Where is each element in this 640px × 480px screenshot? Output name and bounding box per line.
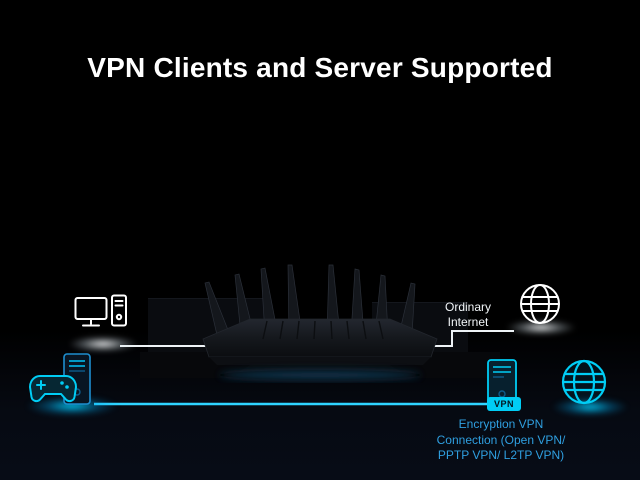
gamepad-icon bbox=[28, 375, 78, 403]
globe-cyan-icon bbox=[561, 359, 607, 405]
desktop-tower-icon bbox=[111, 294, 127, 327]
monitor-glow bbox=[68, 336, 138, 352]
page-title: VPN Clients and Server Supported bbox=[87, 52, 553, 83]
gaming-pc-glow bbox=[26, 396, 118, 416]
globe-white-icon bbox=[520, 284, 560, 324]
router-body bbox=[202, 318, 438, 358]
router-illustration bbox=[202, 264, 438, 380]
encryption-vpn-label: Encryption VPN Connection (Open VPN/ PPT… bbox=[436, 417, 566, 463]
ordinary-internet-label: Ordinary Internet bbox=[444, 300, 491, 329]
vpn-badge: VPN bbox=[487, 397, 522, 411]
monitor-icon bbox=[74, 294, 127, 327]
router-lip bbox=[209, 357, 431, 365]
globe-white-glow bbox=[506, 320, 576, 335]
globe-cyan-glow bbox=[552, 398, 628, 416]
